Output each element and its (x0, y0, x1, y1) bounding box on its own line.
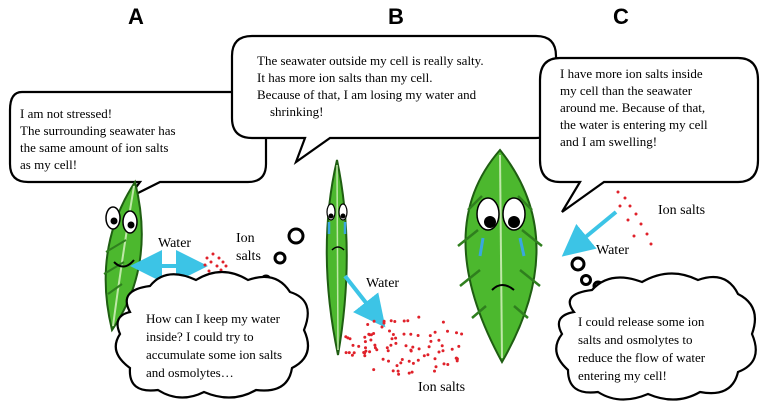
leaf-character-c (458, 150, 542, 362)
ion-dot (409, 349, 412, 352)
ion-dot (441, 344, 444, 347)
ion-dot (446, 363, 449, 366)
ion-dot (456, 359, 459, 362)
leaf-character-b (327, 160, 347, 355)
panel-c-water-label: Water (596, 243, 629, 258)
ion-dot (392, 369, 395, 372)
ion-dot (455, 357, 458, 360)
ion-dot (368, 350, 371, 353)
ion-dot (426, 353, 429, 356)
ion-dot (389, 344, 392, 347)
ion-dot (397, 373, 400, 376)
ion-dot (409, 333, 412, 336)
panel-c-ion-label: Ion salts (658, 203, 705, 218)
ion-dot (392, 333, 395, 336)
panel-a-thought-dots (262, 229, 303, 284)
ion-dot (408, 372, 411, 375)
ion-dot (443, 362, 446, 365)
ion-dot (351, 354, 354, 357)
ion-dot (386, 346, 389, 349)
ion-dot (391, 337, 394, 340)
ion-dot (435, 365, 438, 368)
panel-b-water-label: Water (366, 276, 399, 291)
ion-dot (442, 321, 445, 324)
ion-dot (417, 316, 420, 319)
ion-dot (387, 349, 390, 352)
ion-dot (401, 358, 404, 361)
ion-dot (363, 336, 366, 339)
ion-dot (381, 326, 384, 329)
ion-dot (397, 370, 400, 373)
ion-dot (451, 348, 454, 351)
ion-dot (433, 370, 436, 373)
ion-dot (412, 362, 415, 365)
panel-a-ion-label-2: salts (236, 249, 261, 264)
ion-dot (411, 371, 414, 374)
ion-dot (429, 334, 432, 337)
ion-dot (352, 344, 355, 347)
ion-dot (373, 320, 376, 323)
ion-dot (403, 320, 406, 323)
panel-a-water-label: Water (158, 236, 191, 251)
ion-dot (408, 360, 411, 363)
ion-dot (438, 351, 441, 354)
ion-dot (357, 345, 360, 348)
ion-dot (457, 345, 460, 348)
panel-c-ion-dots (617, 191, 653, 246)
ion-dot (446, 330, 449, 333)
ion-dot (429, 340, 432, 343)
ion-dot (442, 349, 445, 352)
ion-dot (399, 361, 402, 364)
ion-dot (428, 345, 431, 348)
ion-dot (437, 339, 440, 342)
ion-dot (353, 351, 356, 354)
ion-dot (403, 333, 406, 336)
ion-dot (434, 357, 437, 360)
panel-a-ion-label-1: Ion (236, 231, 255, 246)
ion-dot (417, 359, 420, 362)
ion-dot (364, 350, 367, 353)
panel-b-ion-dots (344, 316, 463, 376)
ion-dot (406, 319, 409, 322)
ion-dot (374, 346, 377, 349)
ion-dot (383, 320, 386, 323)
ion-dot (344, 335, 347, 338)
ion-dot (434, 331, 437, 334)
ion-dot (396, 364, 399, 367)
ion-dot (394, 337, 397, 340)
ion-dot (372, 332, 375, 335)
panel-c-letter: C (613, 4, 629, 29)
panel-b-ion-label: Ion salts (418, 380, 465, 395)
ion-dot (411, 346, 414, 349)
ion-dot (366, 323, 369, 326)
panel-a-letter: A (128, 4, 144, 29)
ion-dot (372, 368, 375, 371)
ion-dot (423, 354, 426, 357)
ion-dot (455, 331, 458, 334)
ion-dot (460, 333, 463, 336)
panel-b-letter: B (388, 4, 404, 29)
ion-dot (367, 333, 370, 336)
ion-dot (388, 330, 391, 333)
ion-dot (345, 351, 348, 354)
ion-dot (363, 354, 366, 357)
ion-dot (373, 344, 376, 347)
ion-dot (369, 339, 372, 342)
ion-dot (364, 340, 367, 343)
ion-dot (417, 334, 420, 337)
ion-dot (390, 319, 393, 322)
ion-dot (387, 360, 390, 363)
ion-dot (418, 347, 421, 350)
ion-dot (382, 358, 385, 361)
ion-dot (394, 342, 397, 345)
ion-dot (405, 344, 408, 347)
ion-dot (348, 351, 351, 354)
ion-dot (364, 346, 367, 349)
ion-dot (393, 320, 396, 323)
